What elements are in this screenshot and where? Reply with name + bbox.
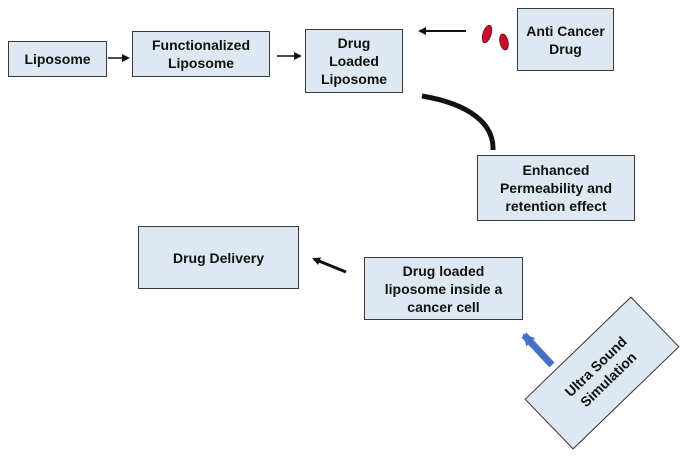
drug-capsule-icon xyxy=(499,33,509,51)
node-label: Enhanced Permeability and retention effe… xyxy=(499,162,613,214)
node-drug-loaded-in-cancer-cell: Drug loaded liposome inside a cancer cel… xyxy=(364,257,523,320)
curve-drug-loaded-to-epr xyxy=(421,93,496,151)
node-label: Drug Delivery xyxy=(172,249,265,266)
node-anti-cancer-drug: Anti Cancer Drug xyxy=(517,8,614,71)
node-label: Anti Cancer Drug xyxy=(526,22,605,57)
node-enhanced-permeability: Enhanced Permeability and retention effe… xyxy=(477,155,635,221)
node-label: Functionalized Liposome xyxy=(152,37,250,71)
node-drug-delivery: Drug Delivery xyxy=(138,226,299,289)
node-liposome: Liposome xyxy=(8,41,107,77)
node-label: Drug Loaded Liposome xyxy=(320,35,388,87)
drug-capsule-icon xyxy=(481,24,493,44)
node-drug-loaded-liposome: Drug Loaded Liposome xyxy=(305,29,403,93)
node-label: Liposome xyxy=(24,51,91,67)
arrow-cell-to-delivery xyxy=(312,257,347,274)
node-functionalized-liposome: Functionalized Liposome xyxy=(132,31,270,77)
arrow-ultrasound-to-cell xyxy=(521,332,555,368)
node-label: Drug loaded liposome inside a cancer cel… xyxy=(384,262,503,315)
